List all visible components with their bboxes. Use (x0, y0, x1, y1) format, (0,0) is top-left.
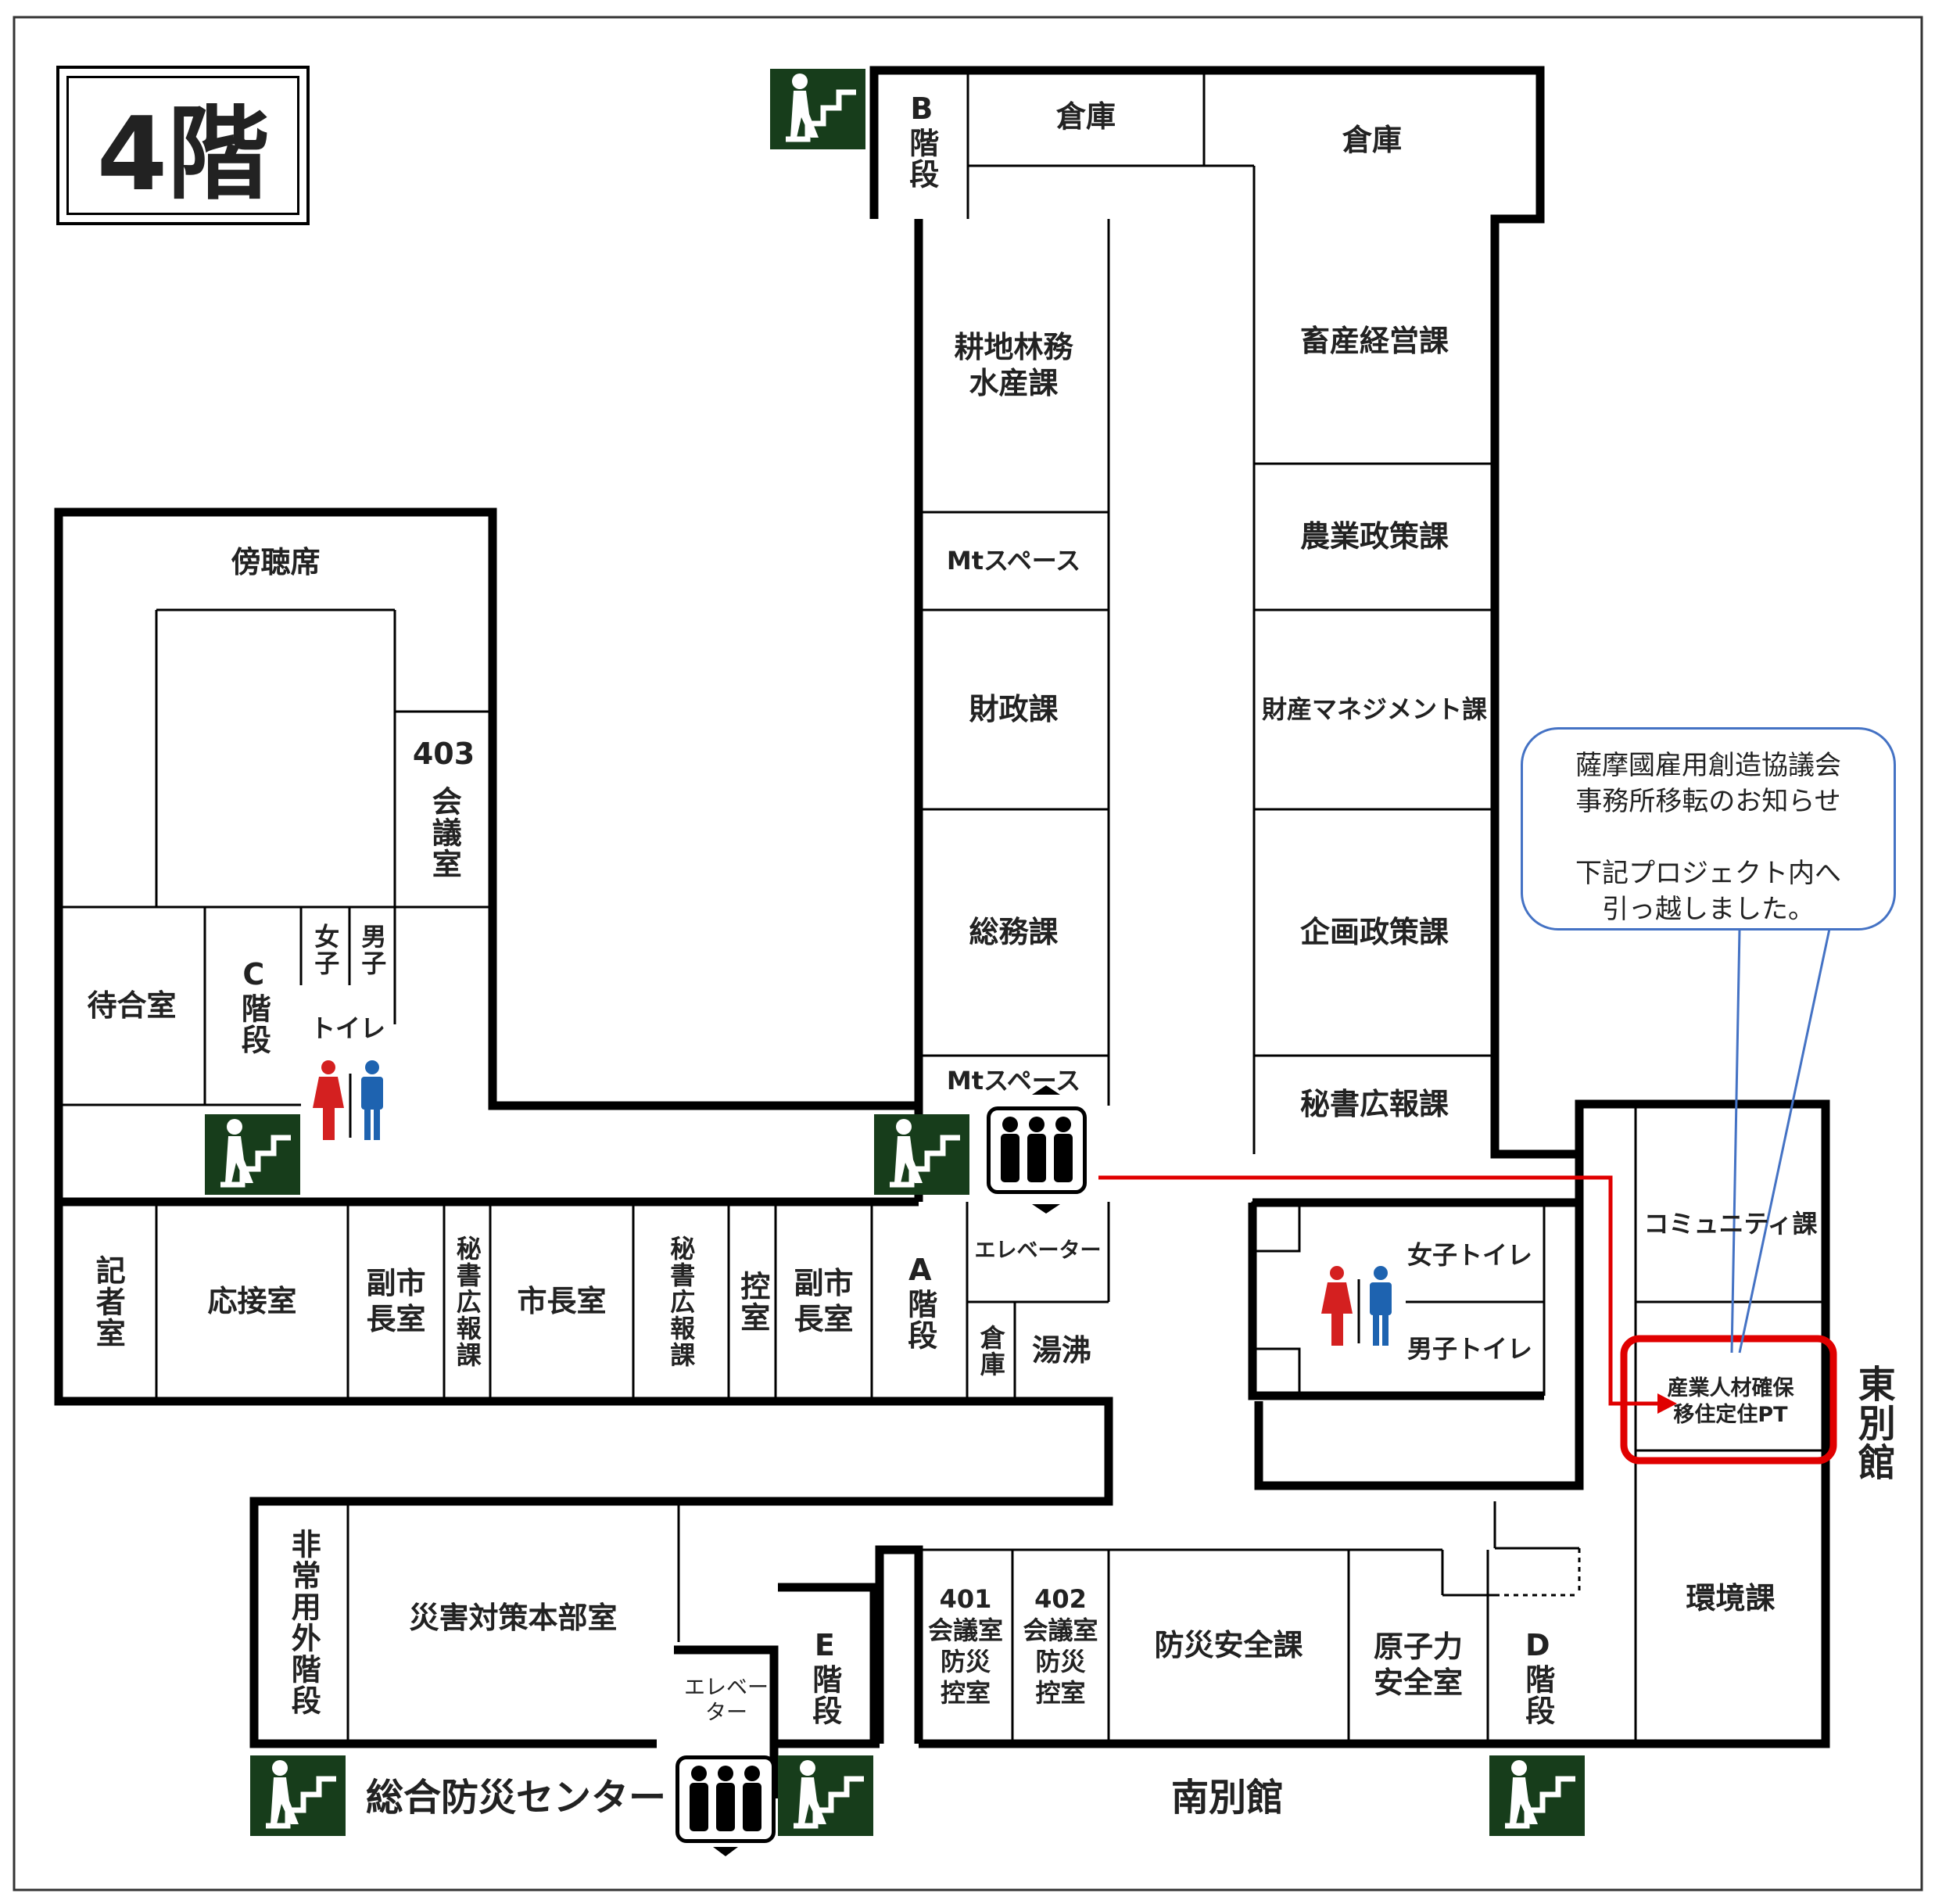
stairs-icon (205, 1114, 300, 1195)
restroom-icon (1321, 1266, 1392, 1346)
community-label: コミュニティ課 (1643, 1208, 1818, 1239)
shichou-label: 市長室 (517, 1283, 607, 1318)
kikaku-label: 企画政策課 (1299, 914, 1449, 949)
highlight-box (1620, 1335, 1837, 1465)
callout-line-3: 下記プロジェクト内へ (1575, 857, 1841, 889)
mt-space-2-label: Mtスペース (946, 1065, 1081, 1095)
ousetsu-label: 応接室 (207, 1283, 297, 1318)
floor-title: 4階 (56, 66, 310, 225)
saigai-label: 災害対策本部室 (409, 1601, 618, 1636)
women-icon (1321, 1266, 1353, 1346)
machiai-label: 待合室 (87, 988, 177, 1023)
toilet-label: トイレ (310, 1013, 385, 1043)
hijou-label: 非常用外階段 (286, 1529, 321, 1716)
a-stair-label: A階段 (902, 1252, 937, 1351)
elevator-icon (987, 1106, 1087, 1194)
fukushi-2-label: 副市 長室 (794, 1265, 854, 1336)
stairs-icon (250, 1755, 346, 1836)
higashi-bekkan-label: 東別館 (1851, 1364, 1895, 1482)
conf-403-number: 403 (412, 737, 475, 772)
c-stair-label: C階段 (236, 956, 271, 1056)
conf-401-label: 401 会議室 防災 控室 (927, 1584, 1003, 1708)
callout-line-2: 事務所移転のお知らせ (1575, 785, 1841, 817)
elevator-small-label: エレベー ター (684, 1675, 769, 1725)
kouchi-label: 耕地林務 水産課 (954, 329, 1073, 400)
stairs-icon (778, 1755, 873, 1836)
conf-402-label: 402 会議室 防災 控室 (1023, 1584, 1098, 1708)
elevator-icon (675, 1755, 776, 1843)
d-stair-label: D階段 (1520, 1628, 1555, 1727)
genshiryoku-label: 原子力 安全室 (1373, 1630, 1463, 1700)
restroom-icon (313, 1060, 383, 1140)
men-icon (1370, 1266, 1392, 1346)
chikusan-label: 畜産経営課 (1299, 323, 1449, 358)
hisho-2-label: 秘書広報課 (452, 1235, 482, 1368)
men-label: 男子 (357, 923, 388, 977)
mt-space-1-label: Mtスペース (946, 546, 1081, 576)
kisha-label: 記者室 (91, 1254, 126, 1349)
women-icon (313, 1060, 344, 1140)
hisho-3-label: 秘書広報課 (666, 1235, 697, 1368)
women-toilet-label: 女子トイレ (1406, 1239, 1532, 1270)
zaisan-label: 財産マネジメント課 (1261, 694, 1487, 725)
men-icon (361, 1060, 383, 1140)
nougyou-label: 農業政策課 (1299, 518, 1449, 554)
route-line (1098, 1175, 1657, 1406)
stairs-icon (1489, 1755, 1585, 1836)
notice-callout: 薩摩國雇用創造協議会 事務所移転のお知らせ 下記プロジェクト内へ 引っ越しました… (1521, 727, 1896, 930)
storage-2-label: 倉庫 (1342, 123, 1402, 158)
elevator-room-label: エレベーター (974, 1238, 1102, 1263)
sougou-label: 総合防災センター (365, 1776, 666, 1820)
men-toilet-label: 男子トイレ (1406, 1333, 1532, 1364)
hisho-1-label: 秘書広報課 (1299, 1087, 1449, 1122)
stairs-icon (770, 69, 865, 149)
storage-1-label: 倉庫 (1055, 99, 1116, 134)
b-stair-label: B階段 (904, 91, 939, 190)
sangyou-label[interactable]: 産業人材確保 移住定住PT (1667, 1376, 1794, 1427)
zaisei-label: 財政課 (969, 691, 1059, 726)
kankyou-label: 環境課 (1686, 1581, 1776, 1616)
fukushi-1-label: 副市 長室 (366, 1265, 426, 1336)
e-stair-label: E階段 (807, 1628, 842, 1727)
conf-403-label: 会議室 (427, 786, 462, 880)
arrow-icon (1657, 1393, 1677, 1414)
storage-3-label: 倉庫 (976, 1324, 1006, 1378)
stairs-icon (874, 1114, 969, 1195)
yuwakashi-label: 湯沸 (1031, 1332, 1091, 1368)
minami-bekkan-label: 南別館 (1170, 1776, 1284, 1820)
callout-line-1: 薩摩國雇用創造協議会 (1575, 750, 1841, 781)
bousai-label: 防災安全課 (1154, 1628, 1303, 1663)
soumu-label: 総務課 (969, 914, 1059, 949)
bouchou-label: 傍聴席 (231, 545, 321, 580)
callout-line-4: 引っ越しました。 (1602, 893, 1815, 925)
hikae-label: 控室 (735, 1270, 770, 1333)
women-label: 女子 (310, 923, 341, 977)
